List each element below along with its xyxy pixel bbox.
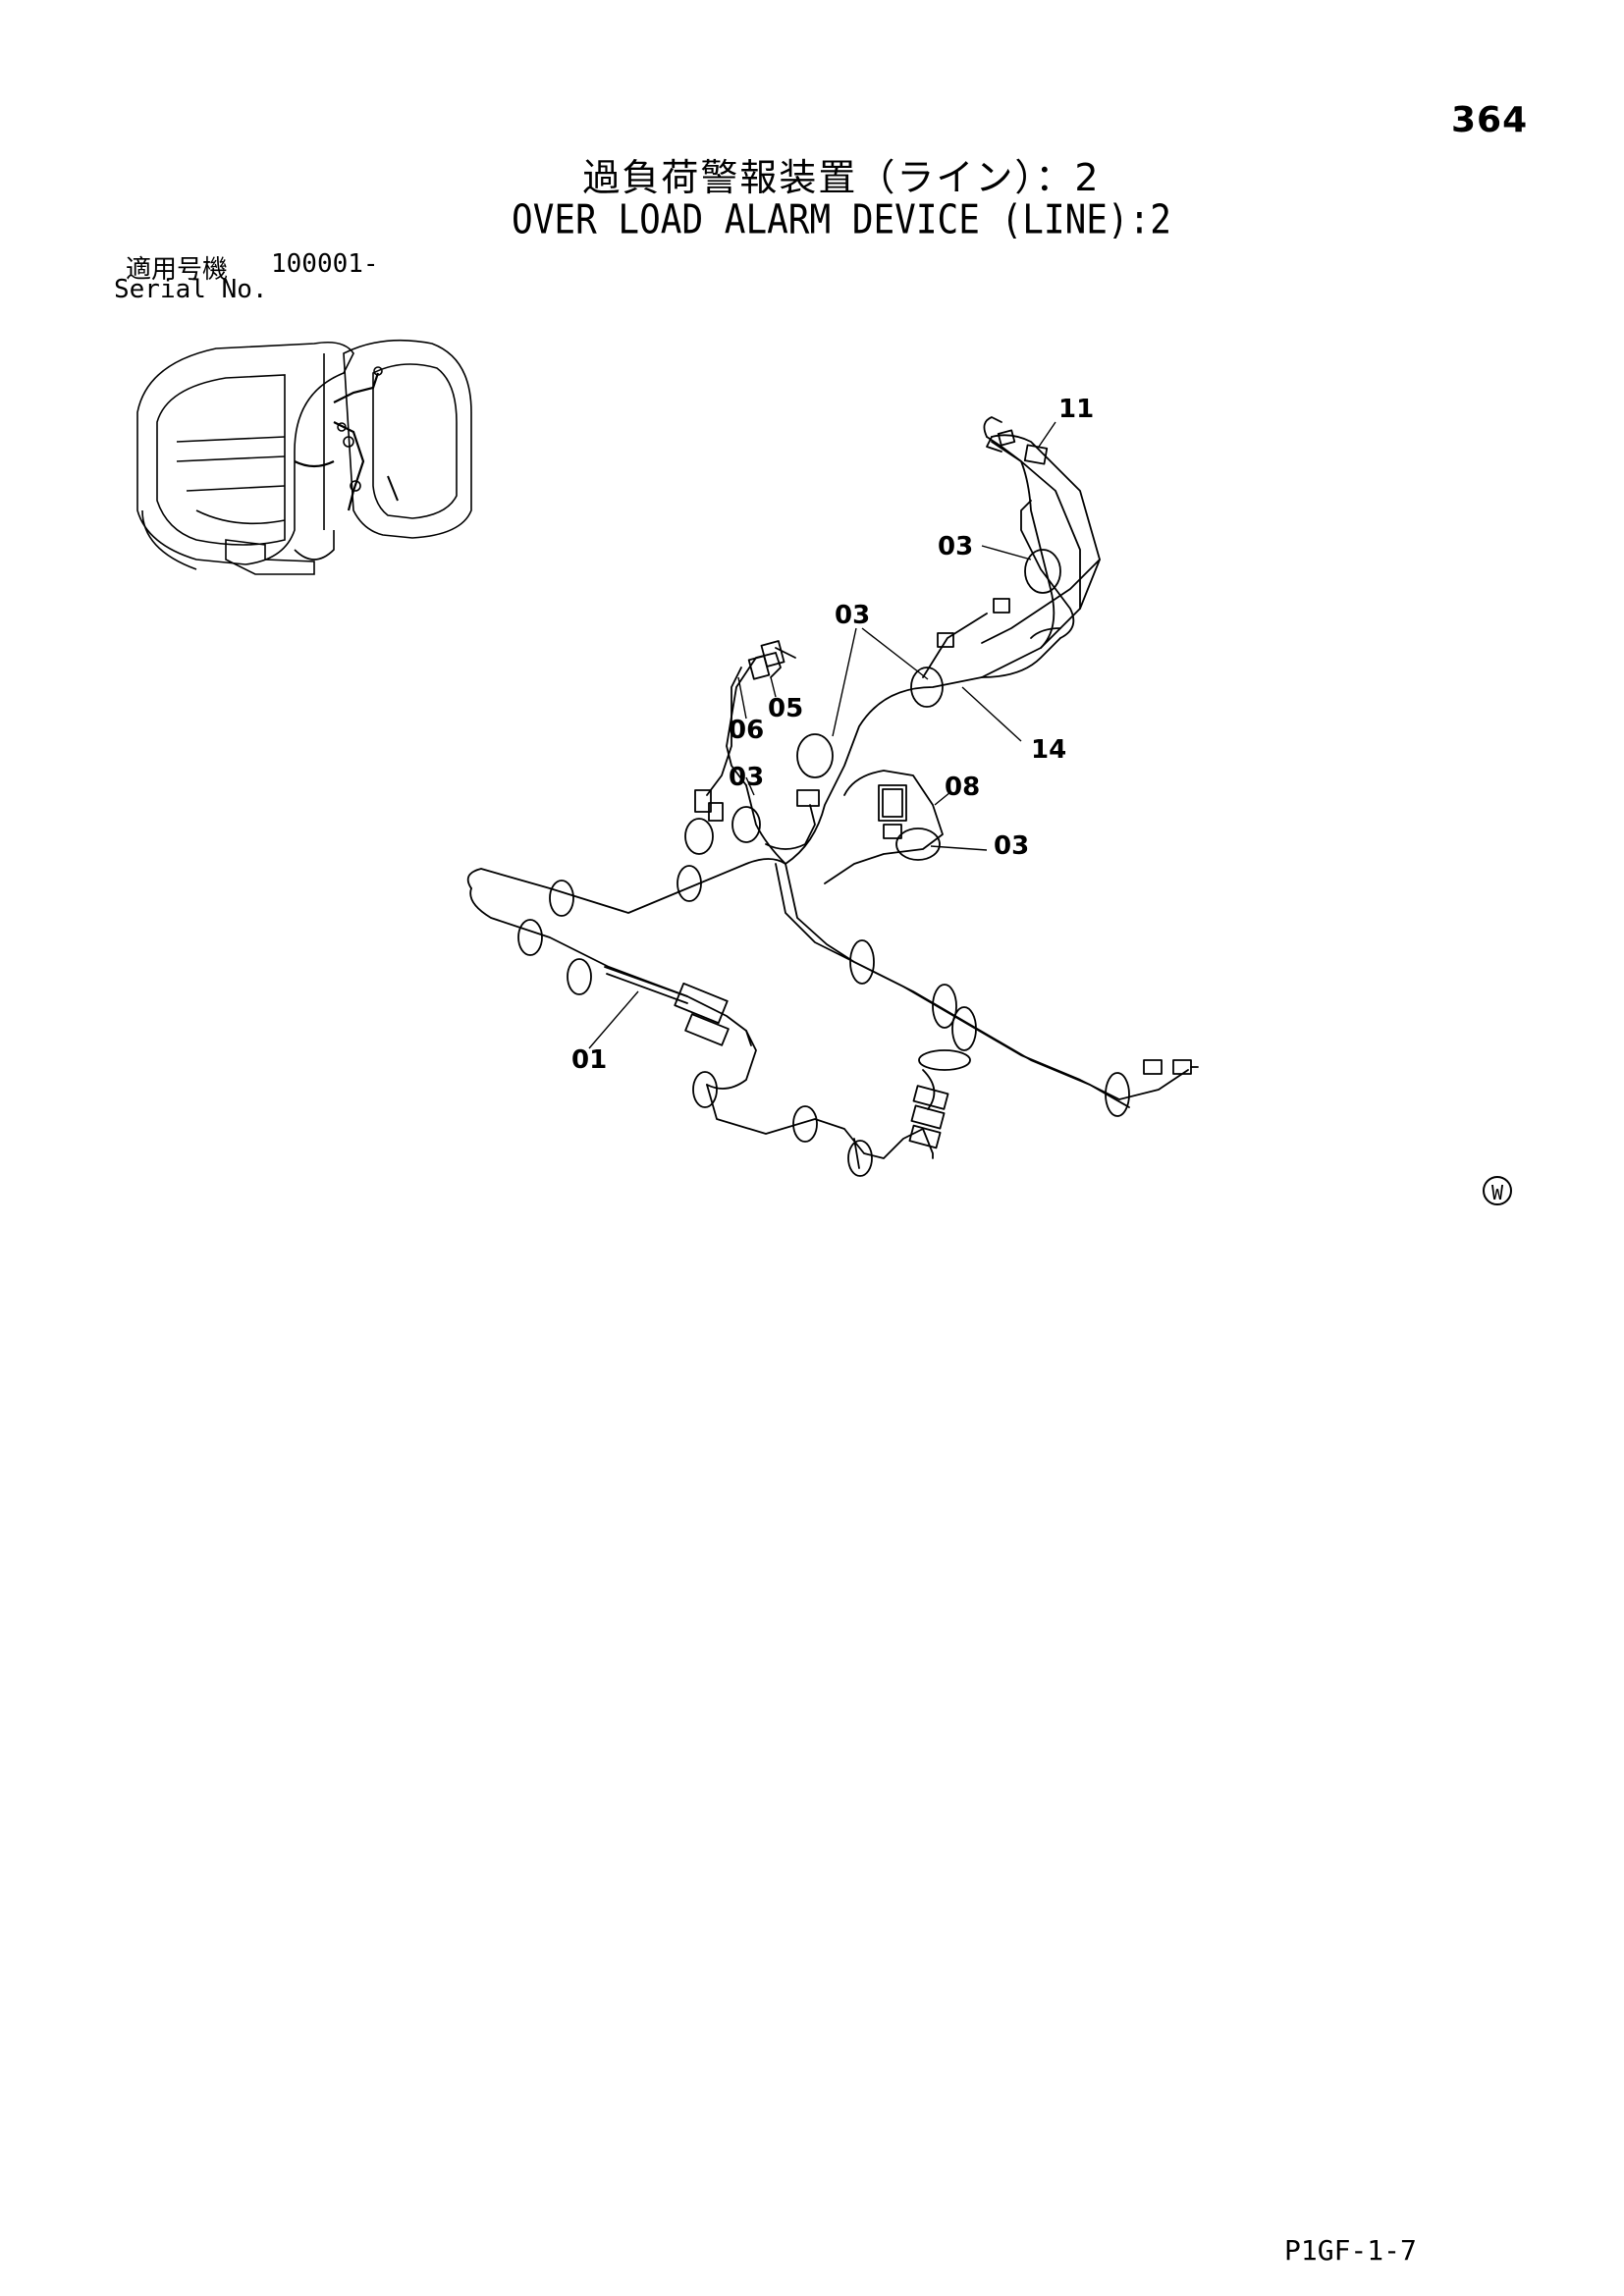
page-title-japanese: 過負荷警報装置（ライン）：2 xyxy=(582,156,1101,199)
serial-label-english: Serial No. xyxy=(114,275,268,304)
footer-code: P1GF-1-7 xyxy=(1284,2234,1417,2267)
callout-03: 03 xyxy=(994,831,1029,861)
callout-06: 06 xyxy=(729,716,764,745)
callout-11: 11 xyxy=(1058,395,1094,424)
callout-14: 14 xyxy=(1031,735,1066,765)
w-mark-icon: W xyxy=(1483,1176,1512,1205)
serial-label-japanese: 適用号機 xyxy=(126,255,229,285)
callout-05: 05 xyxy=(768,694,803,723)
callout-08: 08 xyxy=(945,773,980,802)
callout-03: 03 xyxy=(938,532,973,561)
callout-03: 03 xyxy=(729,763,764,792)
page-title-english: OVER LOAD ALARM DEVICE (LINE):2 xyxy=(512,196,1171,244)
callout-03: 03 xyxy=(835,601,870,630)
page-number: 364 xyxy=(1451,100,1529,140)
callout-01: 01 xyxy=(571,1045,607,1075)
serial-range: 100001- xyxy=(271,249,379,279)
